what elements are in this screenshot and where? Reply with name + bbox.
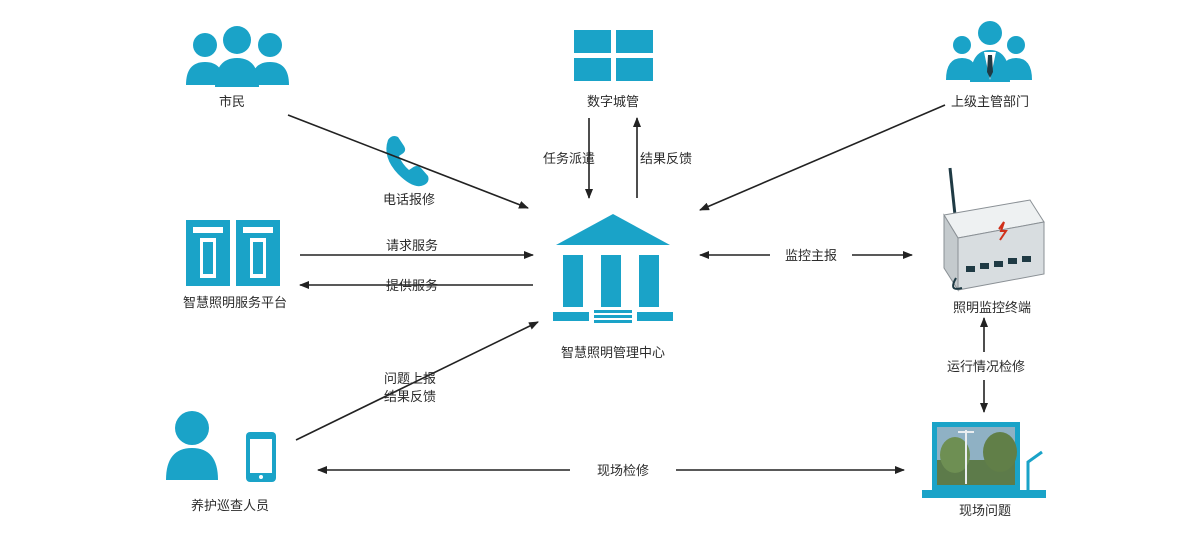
node-citizen-label: 市民 <box>219 94 245 110</box>
node-patrol-label: 养护巡查人员 <box>191 498 269 514</box>
edge-label-result-feedback-top: 结果反馈 <box>640 152 692 167</box>
edge-citizen-center <box>287 114 529 209</box>
building-icon <box>553 214 673 323</box>
server-icon <box>186 220 280 286</box>
grid-window-icon <box>574 30 653 81</box>
node-digital-city-label: 数字城管 <box>587 95 639 110</box>
person-icon <box>166 411 218 480</box>
edge-label-phone-report: 电话报修 <box>383 193 435 208</box>
edge-patrol-center <box>295 321 539 441</box>
smartphone-icon <box>246 432 276 482</box>
monitor-box-icon <box>943 167 1045 292</box>
node-site-label: 现场问题 <box>959 504 1011 519</box>
connectors <box>287 104 988 474</box>
edge-label-onsite-repair: 现场检修 <box>597 464 649 479</box>
edge-label-operation-repair: 运行情况检修 <box>947 360 1025 375</box>
node-center-label: 智慧照明管理中心 <box>561 345 665 361</box>
node-terminal-label: 照明监控终端 <box>953 300 1031 316</box>
edge-label-request-service: 请求服务 <box>386 238 438 254</box>
edge-label-issue-report: 问题上报 <box>384 372 436 387</box>
node-superior-label: 上级主管部门 <box>951 95 1029 110</box>
edge-label-task-dispatch: 任务派遣 <box>543 151 595 167</box>
people-group-icon <box>186 26 289 87</box>
site-photo-icon <box>922 422 1046 498</box>
edge-label-monitor-report: 监控主报 <box>785 249 837 264</box>
edge-label-provide-service: 提供服务 <box>386 278 438 294</box>
edge-label-result-feedback-bottom: 结果反馈 <box>384 390 436 405</box>
phone-icon <box>386 136 429 187</box>
edge-superior-center <box>699 104 946 211</box>
business-people-icon <box>946 21 1032 82</box>
node-platform-label: 智慧照明服务平台 <box>183 295 287 311</box>
